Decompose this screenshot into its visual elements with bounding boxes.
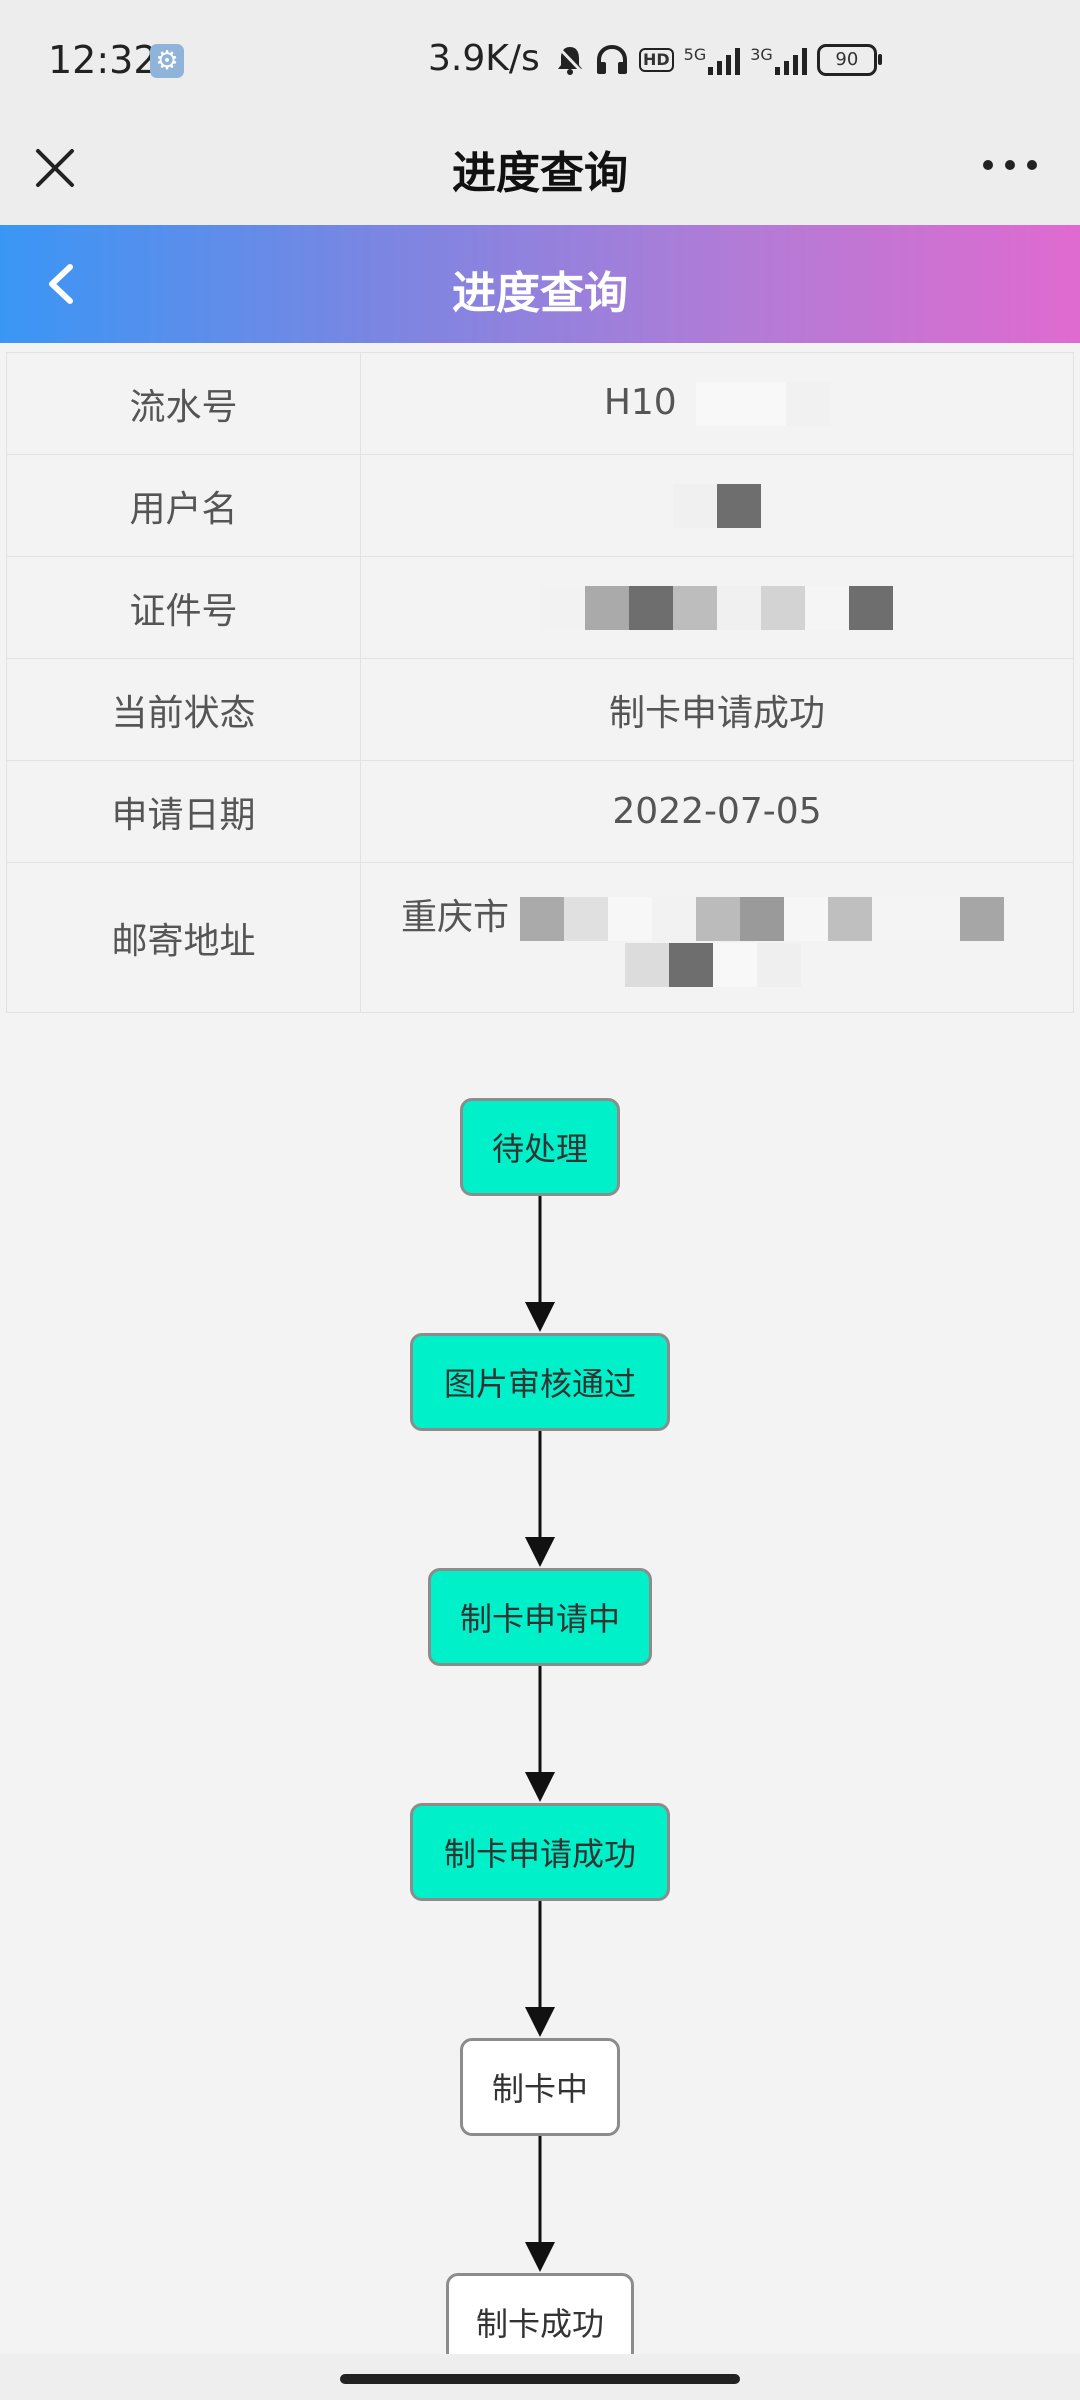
- app-header: 进度查询: [0, 225, 1080, 343]
- status-time: 12:32: [48, 38, 158, 82]
- address-label: 邮寄地址: [6, 862, 361, 1013]
- more-icon[interactable]: [980, 155, 1040, 175]
- settings-icon: ⚙: [150, 44, 184, 78]
- status-icons: HD 5G 3G 90: [555, 40, 882, 80]
- table-row: 用户名: [6, 454, 1074, 557]
- battery-icon: 90: [816, 44, 882, 76]
- flow-step: 待处理: [460, 1098, 620, 1196]
- redacted-mosaic: [696, 381, 831, 426]
- serial-value: H10: [360, 352, 1074, 455]
- signal-3g-icon: 3G: [750, 45, 807, 75]
- status-label: 当前状态: [6, 658, 361, 761]
- address-value: 重庆市: [360, 862, 1074, 1013]
- webview-titlebar: 进度查询: [0, 125, 1080, 225]
- date-label: 申请日期: [6, 760, 361, 863]
- flow-step: 图片审核通过: [410, 1333, 670, 1431]
- info-table: 流水号 H10 用户名 证件号 当前状态 制卡申请成功 申请日期 2022-07…: [6, 352, 1074, 1013]
- address-text: 重庆市: [401, 897, 510, 938]
- signal-5g-label: 5G: [683, 45, 707, 64]
- close-icon[interactable]: [30, 143, 80, 193]
- id-value: [360, 556, 1074, 659]
- table-row: 当前状态 制卡申请成功: [6, 658, 1074, 761]
- table-row: 流水号 H10: [6, 352, 1074, 455]
- page-title: 进度查询: [452, 148, 628, 199]
- id-label: 证件号: [6, 556, 361, 659]
- redacted-mosaic: [673, 483, 761, 528]
- table-row: 申请日期 2022-07-05: [6, 760, 1074, 863]
- hd-icon: HD: [639, 48, 674, 72]
- status-bar: 12:32 ⚙ 3.9K/s HD 5G 3G 90: [0, 0, 1080, 125]
- bell-mute-icon: [557, 46, 584, 75]
- redacted-mosaic: [520, 897, 1005, 941]
- redacted-mosaic: [625, 943, 801, 987]
- home-indicator[interactable]: [340, 2374, 740, 2384]
- signal-5g-icon: 5G: [684, 45, 741, 75]
- flow-step: 制卡中: [460, 2038, 620, 2136]
- date-value: 2022-07-05: [360, 760, 1074, 863]
- table-row: 证件号: [6, 556, 1074, 659]
- flow-step: 制卡申请中: [428, 1568, 652, 1666]
- username-value: [360, 454, 1074, 557]
- redacted-mosaic: [541, 585, 893, 630]
- signal-3g-label: 3G: [750, 45, 773, 64]
- table-row: 邮寄地址 重庆市: [6, 862, 1074, 1013]
- flow-step: 制卡申请成功: [410, 1803, 670, 1901]
- username-label: 用户名: [6, 454, 361, 557]
- headphones-icon: [597, 44, 627, 74]
- back-icon[interactable]: [40, 261, 84, 307]
- serial-text: H10: [603, 381, 677, 423]
- serial-label: 流水号: [6, 352, 361, 455]
- status-value: 制卡申请成功: [360, 658, 1074, 761]
- header-title: 进度查询: [452, 268, 628, 319]
- network-speed: 3.9K/s: [428, 38, 540, 79]
